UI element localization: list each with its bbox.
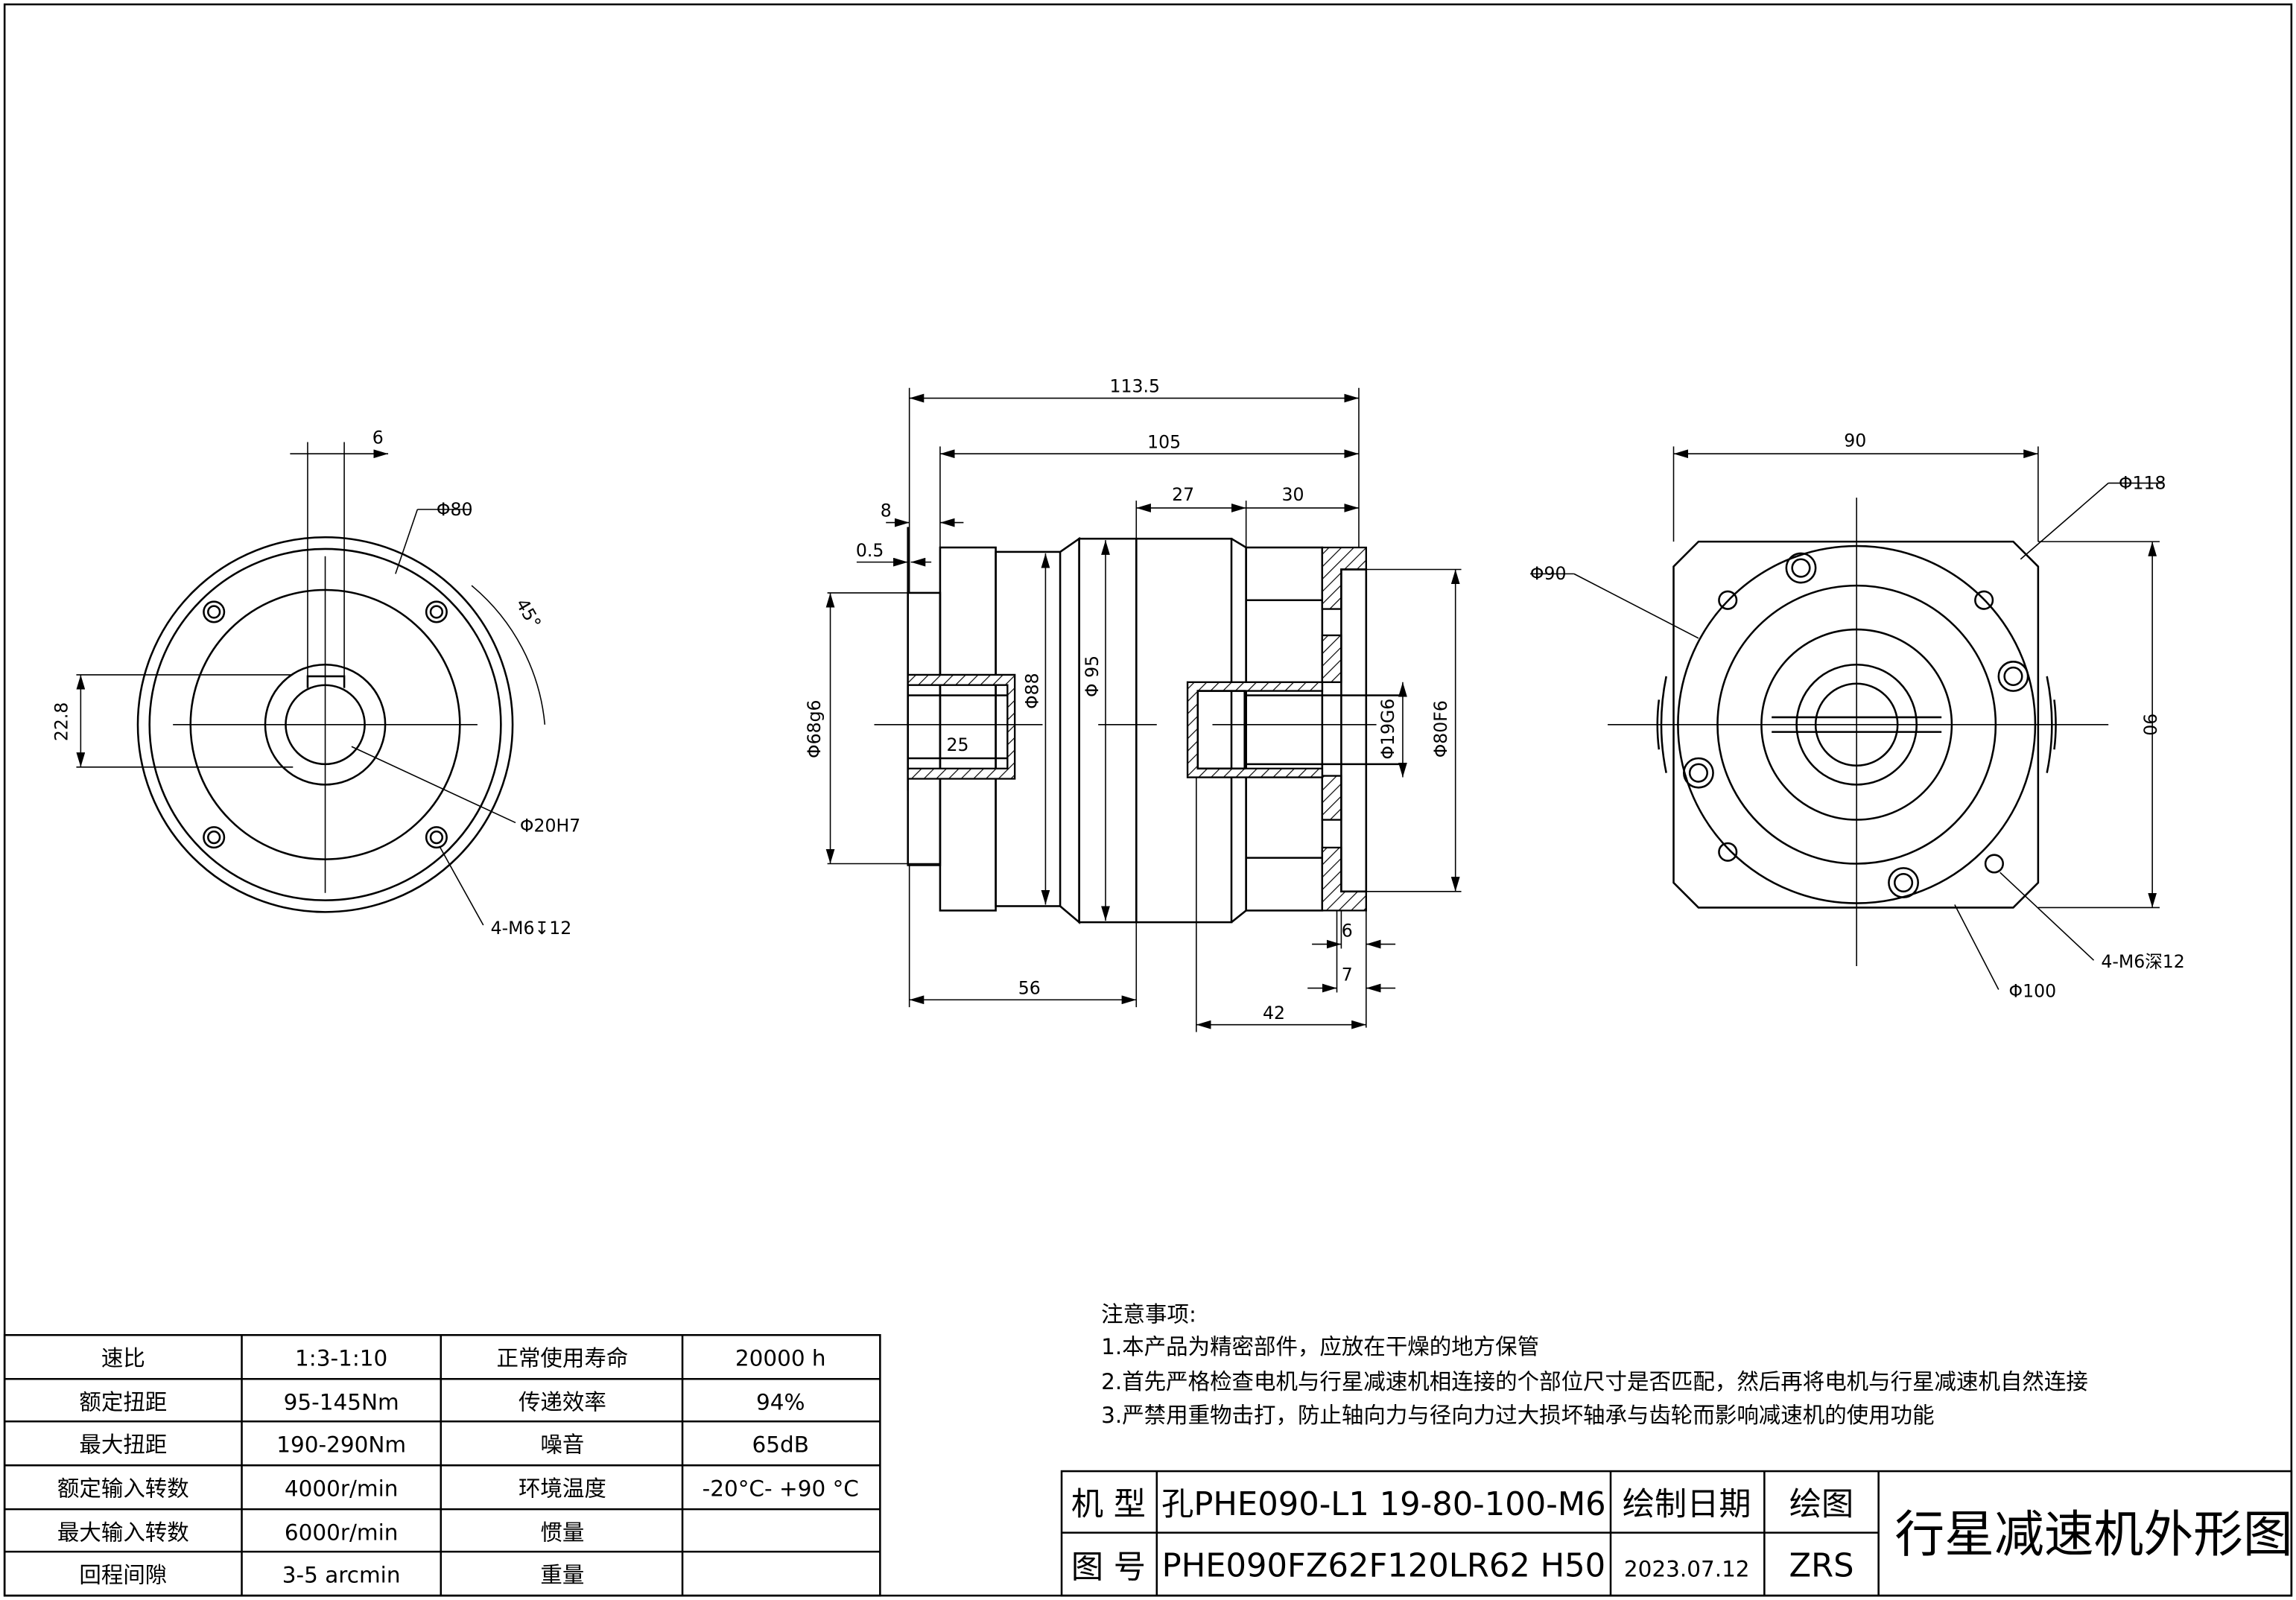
dim-42: 42 <box>1263 1003 1285 1023</box>
date-label: 绘制日期 <box>1623 1486 1751 1523</box>
table-cell: 4000r/min <box>285 1476 399 1501</box>
table-cell: 噪音 <box>540 1432 584 1458</box>
dim-56: 56 <box>1018 977 1041 998</box>
dim-width: 90 <box>1844 430 1866 451</box>
dim-0-5: 0.5 <box>856 540 884 561</box>
table-cell: 95-145Nm <box>284 1390 399 1415</box>
right-flange-view: 90 90 Φ118 Φ90 4-M6深12 Φ100 <box>1529 430 2185 1001</box>
table-cell: 传递效率 <box>518 1390 606 1415</box>
left-end-view: 6 Φ80 45° 22.8 Φ20H7 4-M6↧12 <box>51 427 581 938</box>
drawing-no-label: 图 号 <box>1071 1549 1146 1587</box>
table-row: 最大扭距 190-290Nm 噪音 65dB <box>79 1432 809 1458</box>
dim-holes-right: 4-M6深12 <box>2101 951 2184 972</box>
table-cell: 额定输入转数 <box>57 1476 189 1501</box>
table-cell: 6000r/min <box>285 1520 399 1545</box>
table-row: 最大输入转数 6000r/min 惯量 <box>57 1520 584 1545</box>
dim-pilot: Φ68g6 <box>804 699 825 758</box>
table-cell: 最大输入转数 <box>57 1520 189 1545</box>
dim-6: 6 <box>1342 921 1353 942</box>
table-cell: 重量 <box>540 1562 584 1587</box>
title-block: 机 型 孔PHE090-L1 19-80-100-M6 图 号 PHE090FZ… <box>1060 1470 2293 1597</box>
dim-27: 27 <box>1172 484 1194 505</box>
table-cell: 94% <box>756 1390 805 1415</box>
table-cell: -20°C- +90 °C <box>703 1476 859 1501</box>
dim-holes: 4-M6↧12 <box>491 918 572 939</box>
dim-body: 105 <box>1147 431 1181 452</box>
drawing-title: 行星减速机外形图 <box>1894 1505 2292 1564</box>
bolt-hole-icon <box>203 600 448 849</box>
table-row: 额定输入转数 4000r/min 环境温度 -20°C- +90 °C <box>57 1476 859 1501</box>
dim-shaft: Φ19G6 <box>1377 699 1398 760</box>
bolt-hole-icon <box>1682 552 2029 898</box>
notes-title: 注意事项: <box>1101 1302 1196 1327</box>
table-cell: 65dB <box>752 1432 809 1458</box>
note-item: 1.本产品为精密部件，应放在干燥的地方保管 <box>1101 1334 1539 1359</box>
dim-height: 90 <box>2139 714 2160 736</box>
model-value: 孔PHE090-L1 19-80-100-M6 <box>1161 1486 1606 1523</box>
table-cell: 1:3-1:10 <box>295 1346 387 1371</box>
table-cell: 3-5 arcmin <box>282 1562 401 1587</box>
table-cell: 20000 h <box>735 1346 826 1371</box>
dim-88: Φ88 <box>1022 673 1043 709</box>
side-section-view: 113.5 105 27 30 8 0.5 Φ68g6 25 Φ88 Φ 95 … <box>804 376 1462 1032</box>
dim-inner: Φ90 <box>1530 563 1567 584</box>
dim-30: 30 <box>1282 484 1304 505</box>
table-row: 速比 1:3-1:10 正常使用寿命 20000 h <box>101 1346 826 1371</box>
dim-25: 25 <box>947 734 969 755</box>
dim-angle: 45° <box>512 595 545 632</box>
table-cell: 惯量 <box>540 1520 584 1545</box>
dim-7: 7 <box>1342 965 1353 985</box>
dim-95: Φ 95 <box>1082 655 1103 697</box>
dim-bore: Φ20H7 <box>520 815 580 836</box>
table-cell: 回程间隙 <box>79 1562 167 1587</box>
table-cell: 额定扭距 <box>79 1390 167 1415</box>
table-row: 额定扭距 95-145Nm 传递效率 94% <box>79 1390 805 1415</box>
spec-table: 速比 1:3-1:10 正常使用寿命 20000 h 额定扭距 95-145Nm 传递效率… <box>3 1334 881 1597</box>
drawer-value: ZRS <box>1789 1548 1853 1585</box>
drawer-label: 绘图 <box>1789 1486 1853 1523</box>
drawing-no-value: PHE090FZ62F120LR62 H50 <box>1162 1548 1606 1585</box>
note-item: 3.严禁用重物击打，防止轴向力与径向力过大损坏轴承与齿轮而影响减速机的使用功能 <box>1101 1403 1934 1428</box>
table-cell: 190-290Nm <box>276 1432 406 1458</box>
dim-key-height: 22.8 <box>51 702 72 742</box>
table-row: 回程间隙 3-5 arcmin 重量 <box>79 1562 584 1587</box>
dim-outer: Φ118 <box>2119 472 2166 493</box>
date-value: 2023.07.12 <box>1624 1557 1750 1582</box>
dim-key-width: 6 <box>372 427 384 448</box>
table-cell: 速比 <box>101 1346 145 1371</box>
table-cell: 正常使用寿命 <box>496 1346 628 1371</box>
note-item: 2.首先严格检查电机与行星减速机相连接的个部位尺寸是否匹配，然后再将电机与行星减… <box>1101 1369 2088 1394</box>
dim-flange: Φ80F6 <box>1430 700 1451 758</box>
dim-pcd: Φ80 <box>437 499 473 520</box>
notes: 注意事项: 1.本产品为精密部件，应放在干燥的地方保管 2.首先严格检查电机与行… <box>1101 1302 2088 1429</box>
model-label: 机 型 <box>1071 1486 1146 1523</box>
dim-pcd-right: Φ100 <box>2009 980 2057 1001</box>
dim-8: 8 <box>881 501 892 521</box>
dim-overall: 113.5 <box>1110 376 1161 397</box>
table-cell: 最大扭距 <box>79 1432 167 1458</box>
table-cell: 环境温度 <box>518 1476 606 1501</box>
